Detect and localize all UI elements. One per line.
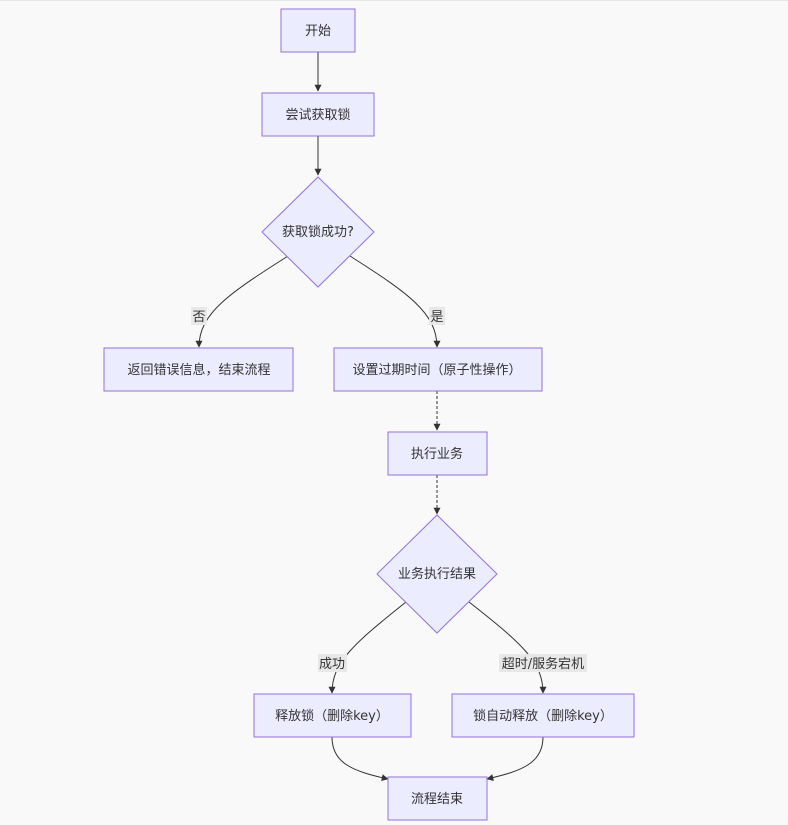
node-auto-release-label: 锁自动释放（删除key） xyxy=(473,708,613,724)
edge-label-timeout: 超时/服务宕机 xyxy=(499,654,587,672)
edge-check-expire xyxy=(349,255,441,348)
nodes: 开始 尝试获取锁 获取锁成功? 返回错误信息，结束流程 设置过期时间（原子性操作… xyxy=(103,8,635,821)
node-auto-release[interactable]: 锁自动释放（删除key） xyxy=(451,693,635,738)
node-expire[interactable]: 设置过期时间（原子性操作） xyxy=(333,347,543,392)
node-error-label: 返回错误信息，结束流程 xyxy=(127,362,270,378)
node-end-label: 流程结束 xyxy=(411,792,463,807)
edge-result-auto-release xyxy=(468,601,547,694)
node-check[interactable]: 获取锁成功? xyxy=(261,176,375,288)
node-result-label: 业务执行结果 xyxy=(398,566,476,582)
edge-label-success: 成功 xyxy=(318,654,347,672)
node-release[interactable]: 释放锁（删除key） xyxy=(253,693,412,738)
edge-labels: 否 是 成功 超时/服务宕机 xyxy=(191,307,587,672)
edge-release-end xyxy=(331,736,389,782)
node-execute-label: 执行业务 xyxy=(411,446,463,462)
edge-label-success-text: 成功 xyxy=(319,657,345,672)
edge-label-yes-text: 是 xyxy=(430,310,443,325)
node-result[interactable]: 业务执行结果 xyxy=(376,514,498,634)
edge-label-timeout-text: 超时/服务宕机 xyxy=(502,656,584,672)
edge-result-release xyxy=(328,601,407,694)
node-end[interactable]: 流程结束 xyxy=(387,776,488,821)
node-acquire[interactable]: 尝试获取锁 xyxy=(261,92,375,137)
edge-auto-release-end xyxy=(486,736,544,782)
node-error[interactable]: 返回错误信息，结束流程 xyxy=(103,347,294,392)
edge-label-yes: 是 xyxy=(429,307,445,325)
edge-check-error xyxy=(195,255,289,348)
edge-label-no: 否 xyxy=(191,307,207,325)
node-acquire-label: 尝试获取锁 xyxy=(285,107,350,123)
node-execute[interactable]: 执行业务 xyxy=(387,431,488,476)
node-release-label: 释放锁（删除key） xyxy=(275,708,389,724)
node-expire-label: 设置过期时间（原子性操作） xyxy=(352,362,521,378)
node-check-label: 获取锁成功? xyxy=(282,224,354,240)
node-start-label: 开始 xyxy=(305,24,331,39)
edge-label-no-text: 否 xyxy=(192,310,205,325)
node-start[interactable]: 开始 xyxy=(280,8,356,53)
edges xyxy=(195,52,547,782)
